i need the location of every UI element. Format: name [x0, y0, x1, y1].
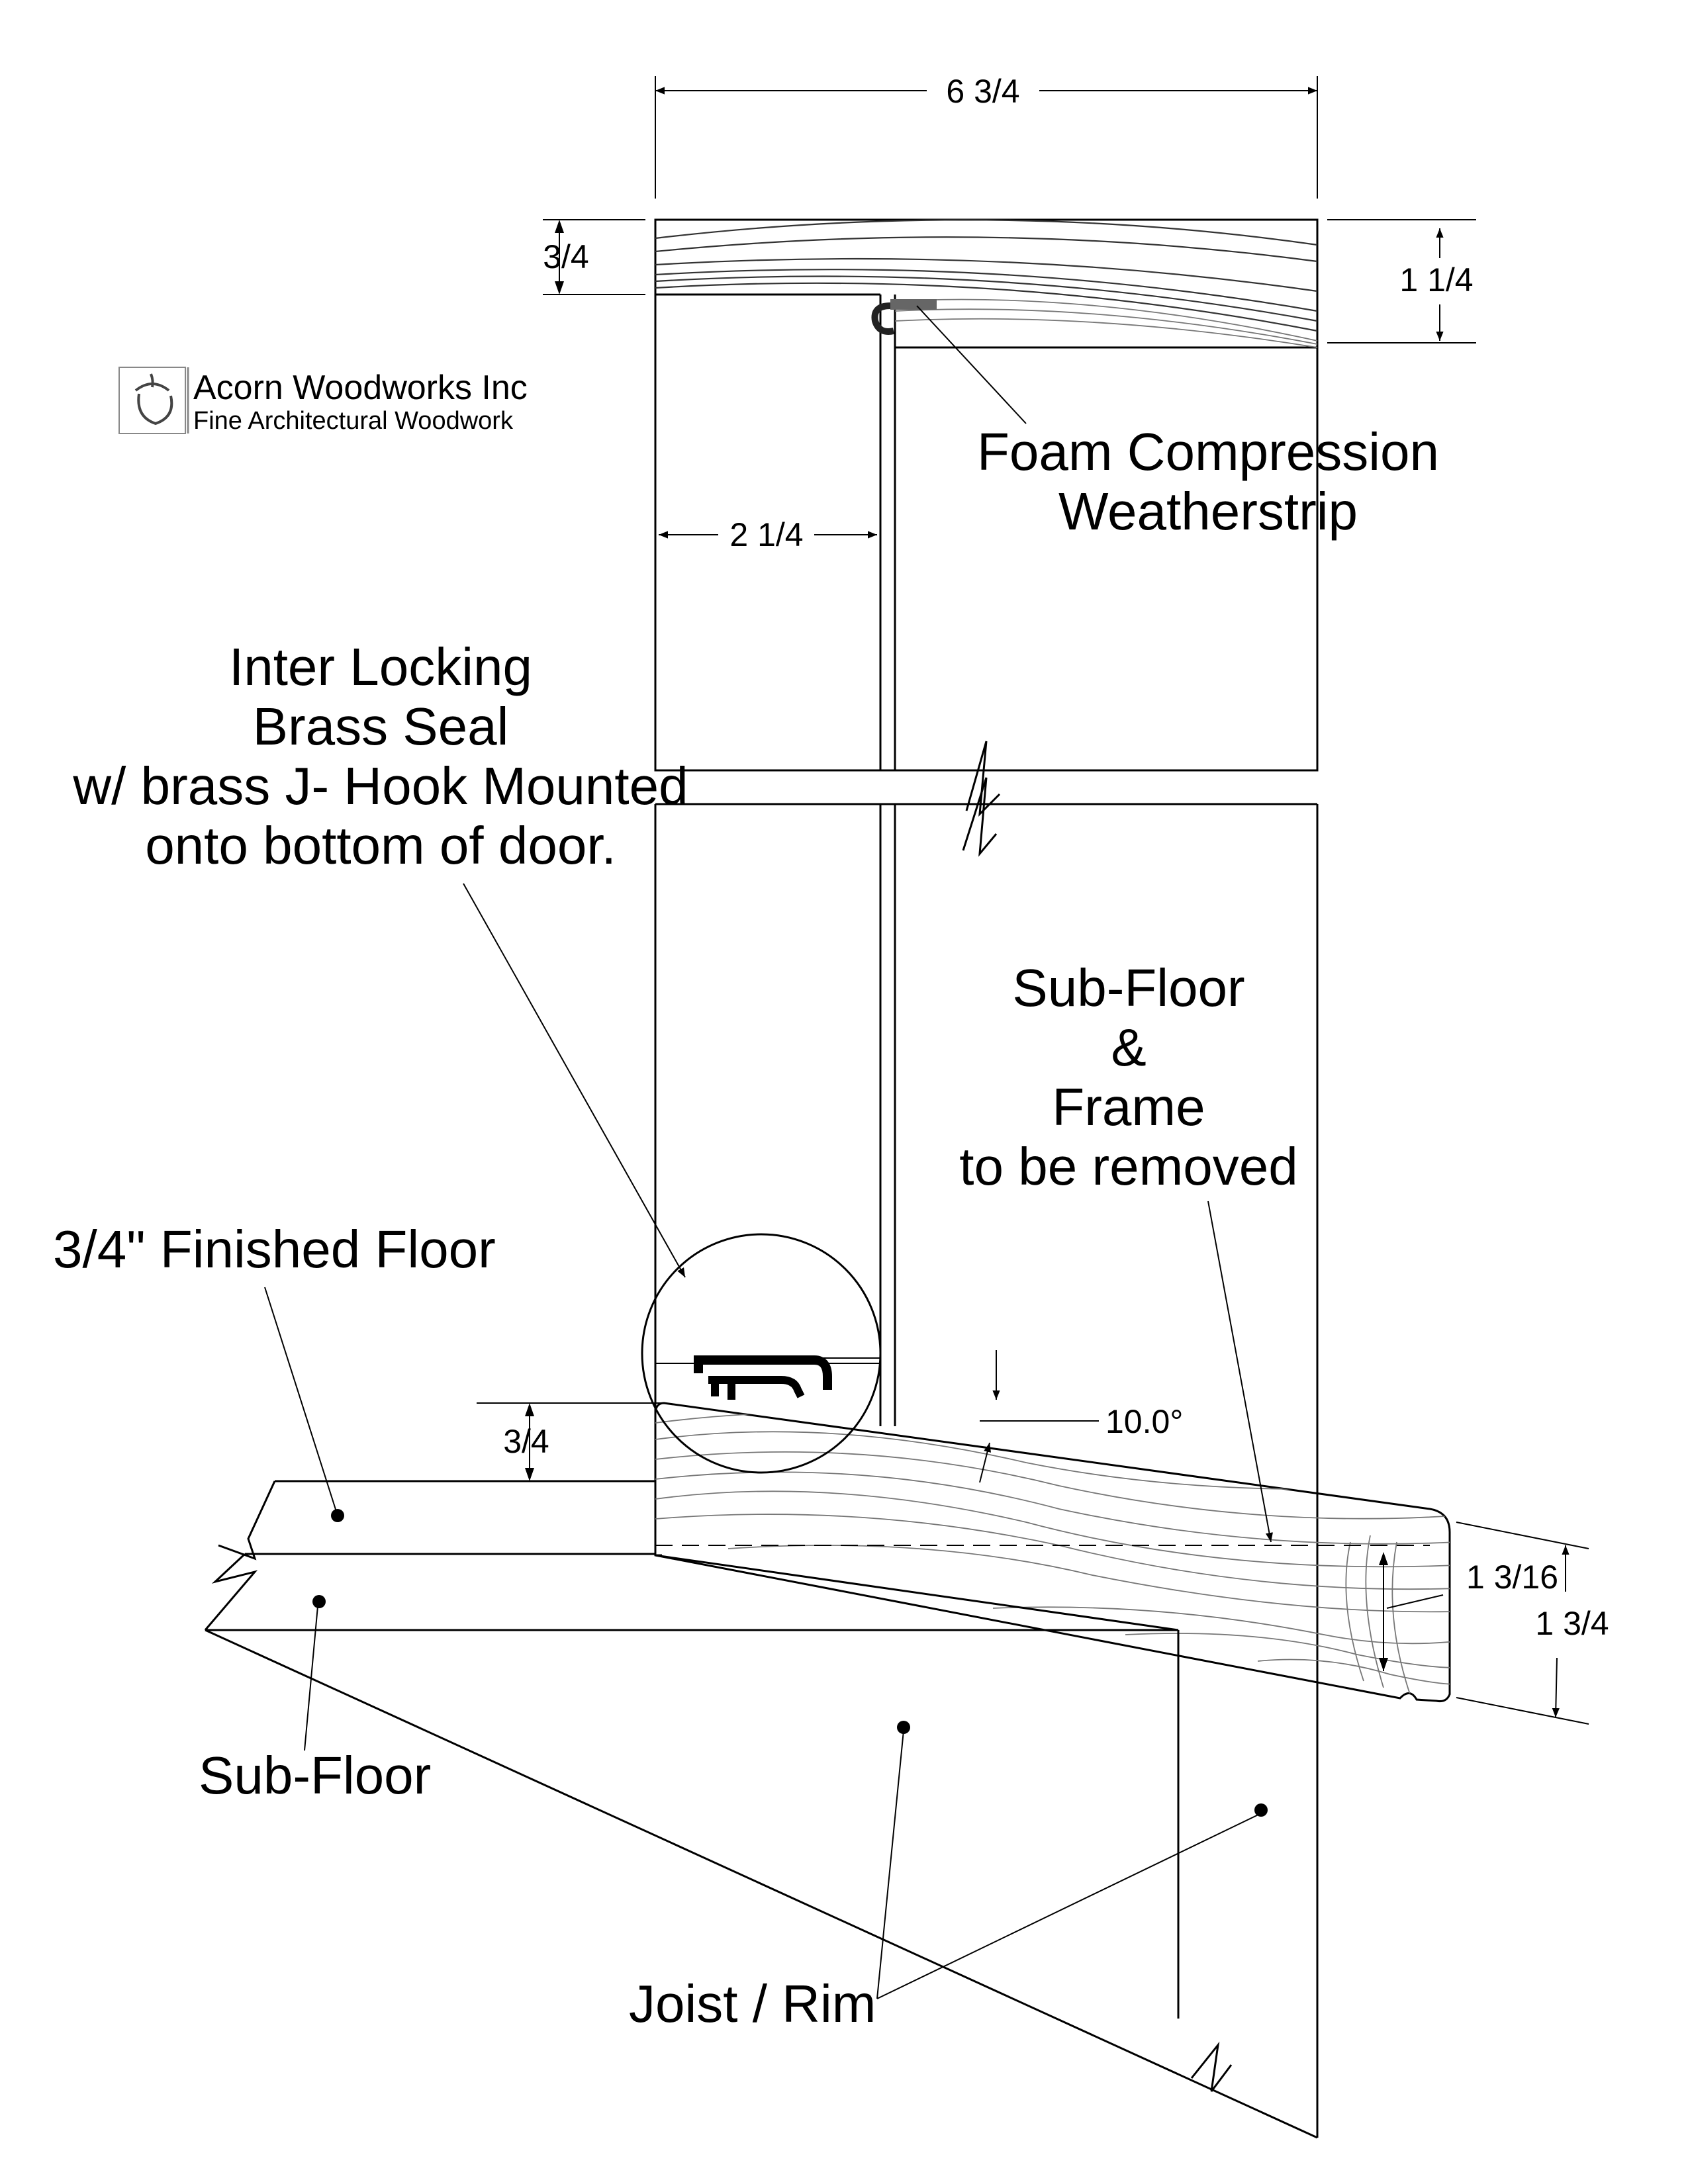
- dim-jamb-offset-label: 2 1/4: [729, 516, 803, 553]
- finished-floor: [218, 1480, 655, 1561]
- company-logo: Acorn Woodworks Inc Fine Architectural W…: [118, 367, 528, 435]
- head-wood-grain: [655, 219, 1318, 348]
- company-name: Acorn Woodworks Inc: [193, 369, 528, 407]
- brass-seal-label-line-2: Brass Seal: [253, 697, 509, 756]
- dim-finished-floor-label: 3/4: [503, 1423, 549, 1460]
- dim-finished-floor: 3/4: [477, 1402, 662, 1481]
- dim-head-thickness-label: 3/4: [543, 238, 589, 275]
- brass-seal-label-line-3: w/ brass J- Hook Mounted: [72, 756, 688, 815]
- subfloor-frame-label-line-3: Frame: [1052, 1077, 1205, 1136]
- weatherstrip-profile: [871, 299, 937, 335]
- dim-subfloor-depth-label: 1 3/16: [1466, 1559, 1558, 1596]
- sub-floor: [204, 1553, 1179, 1631]
- brass-seal-label: Inter Locking Brass Seal w/ brass J- Hoo…: [72, 637, 688, 875]
- acorn-icon: [134, 373, 173, 426]
- subfloor-label: Sub-Floor: [199, 1746, 431, 1805]
- weatherstrip-label-line-1: Foam Compression: [977, 422, 1439, 481]
- joist-rim: [205, 1629, 1319, 2139]
- finished-floor-label: 3/4" Finished Floor: [53, 1220, 496, 1279]
- dim-subfloor-depth: 1 3/16: [1379, 1552, 1558, 1671]
- frame-lower: [654, 804, 1319, 1694]
- subfloor-frame-label-line-1: Sub-Floor: [1012, 958, 1244, 1017]
- joist-label: Joist / Rim: [629, 1974, 876, 2033]
- dim-sill-angle: 10.0°: [979, 1350, 1183, 1483]
- subfloor-frame-label-line-2: &: [1111, 1018, 1146, 1077]
- dim-sill-angle-label: 10.0°: [1105, 1403, 1183, 1440]
- dim-overall-width-label: 6 3/4: [946, 73, 1019, 110]
- dim-overall-width: 6 3/4: [655, 73, 1318, 199]
- dim-jamb-offset: 2 1/4: [659, 516, 877, 553]
- dim-head-thickness: 3/4: [543, 219, 645, 295]
- dim-head-height-label: 1 1/4: [1399, 261, 1473, 298]
- brass-seal-label-line-4: onto bottom of door.: [145, 816, 616, 875]
- company-tagline: Fine Architectural Woodwork: [193, 407, 514, 435]
- dim-sill-depth-label: 1 3/4: [1535, 1605, 1609, 1642]
- subfloor-frame-label-line-4: to be removed: [959, 1137, 1297, 1196]
- sill-wood-grain: [655, 1412, 1450, 1695]
- brass-seal-detail: [641, 1233, 882, 1474]
- subfloor-frame-label: Sub-Floor & Frame to be removed: [959, 958, 1297, 1196]
- leader-lines: [264, 305, 1273, 1999]
- dim-head-height: 1 1/4: [1327, 219, 1476, 343]
- weatherstrip-label: Foam Compression Weatherstrip: [977, 422, 1439, 541]
- sill: [654, 1402, 1451, 1702]
- dim-sill-depth: 1 3/4: [1456, 1522, 1609, 1725]
- weatherstrip-label-line-2: Weatherstrip: [1058, 482, 1358, 541]
- section-break: [655, 741, 1317, 1426]
- brass-seal-label-line-1: Inter Locking: [229, 637, 532, 696]
